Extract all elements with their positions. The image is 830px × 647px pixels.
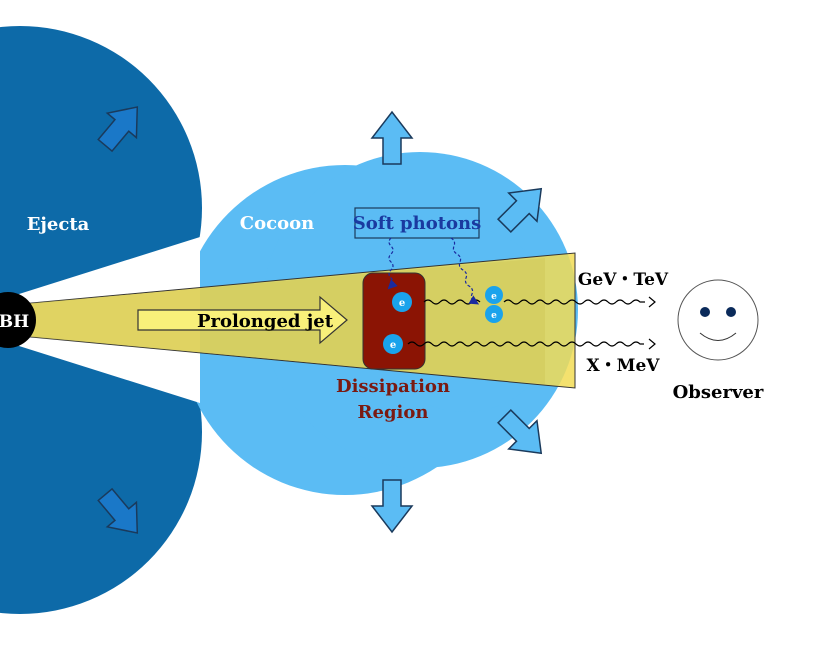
ejecta-label: Ejecta (27, 214, 90, 235)
black-hole: BH (0, 292, 36, 348)
observer-smile (699, 332, 737, 341)
black-hole-disk (0, 292, 36, 348)
electron-upper-label: e (399, 298, 405, 309)
cocoon-arrow-upper-right (497, 187, 543, 233)
scatter-electron-a (485, 286, 503, 304)
photon-gev-tev-arrowhead (648, 296, 656, 308)
observer-left-eye (700, 307, 710, 317)
x-mev-label: X・MeV (586, 356, 660, 376)
dissipation-box (362, 272, 426, 370)
electron-lower-label: e (390, 340, 396, 351)
soft-photons: Soft photons (353, 207, 482, 305)
gev-tev-label: GeV・TeV (578, 270, 669, 290)
cocoon-arrow-lower-right (497, 409, 543, 455)
electron-upper (392, 292, 412, 312)
scattering-electrons: e e (485, 286, 503, 323)
soft-photons-label: Soft photons (353, 213, 482, 234)
dissipation-label-line1: Dissipation (336, 376, 450, 397)
soft-photon-ray-1 (387, 237, 398, 290)
observer: Observer (673, 279, 764, 403)
ejecta-arrow-upper (97, 106, 139, 153)
observer-label: Observer (673, 382, 764, 403)
photon-gev-tev (503, 299, 645, 305)
scatter-electron-a-label: e (491, 292, 497, 302)
cocoon-expansion-arrows (370, 110, 543, 534)
observer-face (677, 279, 759, 361)
cocoon-arrow-top (370, 110, 414, 165)
scatter-electron-b-label: e (491, 311, 497, 321)
ejecta-expansion-arrows (97, 106, 139, 534)
scatter-electron-b (485, 305, 503, 323)
electron-lower (383, 334, 403, 354)
dissipation-region: e e Dissipation Region (336, 272, 450, 423)
soft-photon-ray-2 (450, 237, 480, 305)
ejecta-arrow-lower (97, 487, 139, 534)
prolonged-jet-label: Prolonged jet (197, 311, 334, 332)
soft-photons-box (354, 207, 480, 239)
bh-label: BH (0, 312, 29, 332)
cocoon-label: Cocoon (240, 213, 314, 234)
photon-lines (407, 296, 656, 350)
dissipation-label-line2: Region (358, 402, 429, 423)
photon-x-mev (407, 341, 644, 347)
cocoon-arrow-bottom (370, 479, 414, 534)
photon-x-mev-arrowhead (648, 338, 656, 350)
prolonged-jet-arrow: Prolonged jet (137, 295, 348, 345)
observer-right-eye (726, 307, 736, 317)
